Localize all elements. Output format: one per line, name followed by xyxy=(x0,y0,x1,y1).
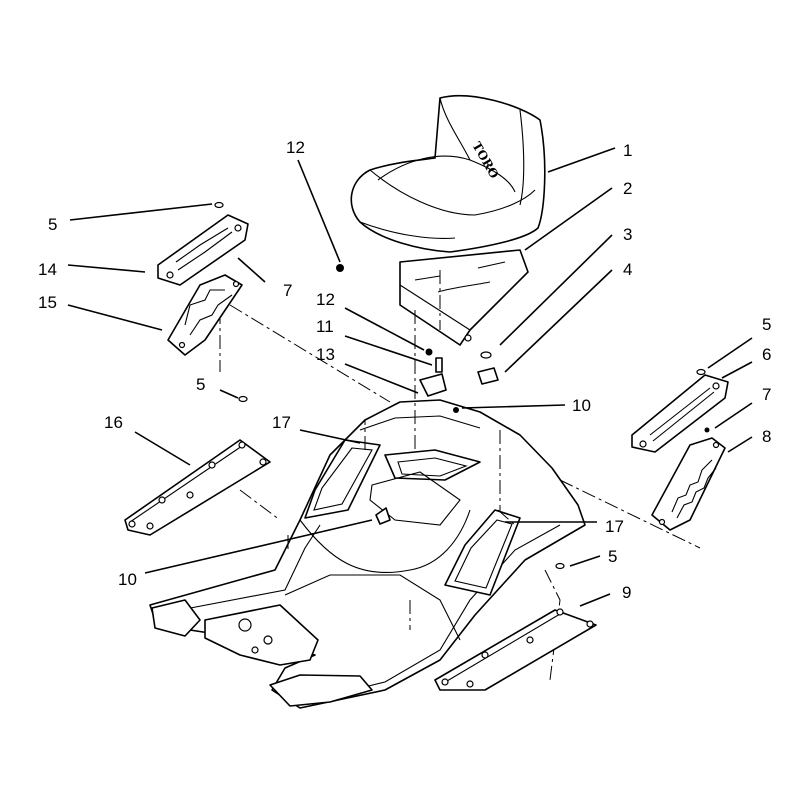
seat: TORO xyxy=(350,94,546,253)
left-shift-plate xyxy=(157,214,249,286)
callout-13: 13 xyxy=(316,345,335,364)
callout-7-right: 7 xyxy=(762,385,771,404)
right-fender-opening xyxy=(444,509,521,596)
right-shift-plate xyxy=(631,374,729,453)
callout-6: 6 xyxy=(762,345,771,364)
assembly-lines xyxy=(219,270,701,681)
callout-14: 14 xyxy=(38,260,57,279)
callout-12-upper: 12 xyxy=(286,138,305,157)
callout-5-right: 5 xyxy=(762,315,771,334)
left-footrest xyxy=(124,439,271,536)
fender-body xyxy=(149,399,586,709)
callout-9: 9 xyxy=(622,583,631,602)
callout-10-upper: 10 xyxy=(572,396,591,415)
callout-8: 8 xyxy=(762,427,771,446)
callout-17-left: 17 xyxy=(272,413,291,432)
hardware xyxy=(214,201,710,570)
callout-5-left: 5 xyxy=(48,215,57,234)
callout-11: 11 xyxy=(316,317,334,336)
callout-3: 3 xyxy=(623,225,632,244)
callout-7-left: 7 xyxy=(283,281,292,300)
callout-labels: 1 2 3 4 5 5 5 5 6 7 7 8 9 10 10 11 12 12… xyxy=(38,138,771,602)
callout-16: 16 xyxy=(104,413,123,432)
left-shift-guide xyxy=(167,274,243,356)
callout-4: 4 xyxy=(623,260,632,279)
callout-1: 1 xyxy=(623,141,632,160)
callout-2: 2 xyxy=(623,179,632,198)
seat-bracket xyxy=(399,249,529,346)
callout-10-lower: 10 xyxy=(118,570,137,589)
callout-5-lower: 5 xyxy=(608,547,617,566)
callout-17-right: 17 xyxy=(605,517,624,536)
callout-5-footrest: 5 xyxy=(196,375,205,394)
right-footrest xyxy=(434,608,597,691)
callout-12-lower: 12 xyxy=(316,290,335,309)
callout-15: 15 xyxy=(38,293,57,312)
right-shift-guide xyxy=(651,437,726,531)
leader-lines xyxy=(67,147,753,607)
left-fender-opening xyxy=(304,439,381,519)
